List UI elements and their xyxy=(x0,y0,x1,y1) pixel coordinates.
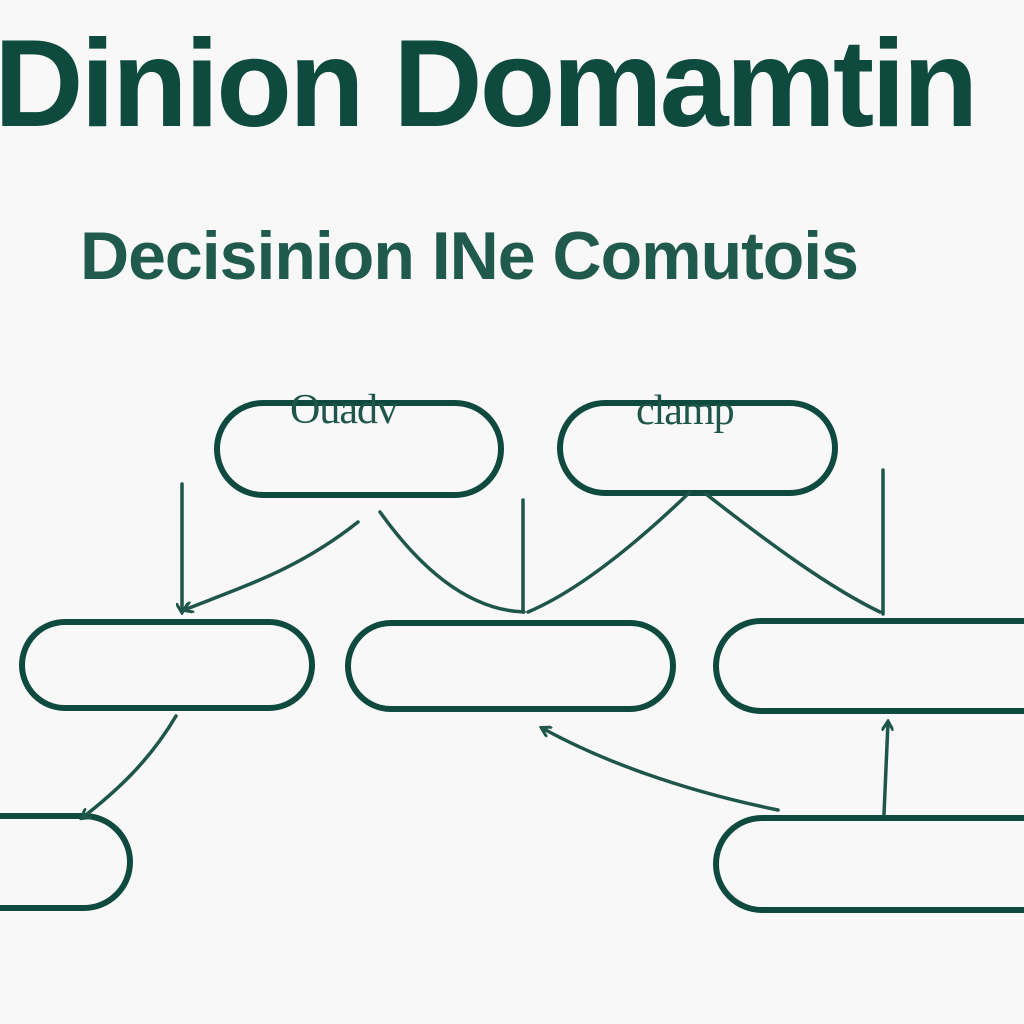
node-top-left: Ouadv xyxy=(214,387,504,498)
node-bottom-left-shape xyxy=(0,813,133,911)
edge-topright-to-midcenter xyxy=(526,490,692,614)
edge-midleft-to-bottomleft xyxy=(82,714,178,818)
node-mid-left-shape xyxy=(19,619,315,711)
node-bottom-right xyxy=(713,815,1024,913)
node-top-right-shape xyxy=(557,400,838,496)
edge-bottomright-to-midright xyxy=(884,722,888,816)
diagram-subtitle: Decisinion INe Comutois xyxy=(80,218,859,294)
node-top-right: clamp xyxy=(557,388,838,496)
diagram-title: Dinion Domamtin xyxy=(0,15,978,153)
node-mid-left xyxy=(19,619,315,711)
node-bottom-left xyxy=(0,813,133,911)
node-top-right-label: clamp xyxy=(636,388,734,434)
node-bottom-right-shape xyxy=(713,815,1024,913)
node-top-left-label: Ouadv xyxy=(290,387,398,433)
node-mid-center-shape xyxy=(345,620,676,712)
node-top-left-shape xyxy=(214,400,504,498)
node-mid-right-shape xyxy=(713,618,1024,714)
edge-topleft-to-midcenter xyxy=(378,510,526,614)
edge-topleft-to-midleft xyxy=(184,520,360,610)
node-mid-right xyxy=(713,618,1024,714)
edge-topright-to-midright xyxy=(704,492,882,614)
node-mid-center xyxy=(345,620,676,712)
edge-bottomright-to-midcenter xyxy=(542,728,780,812)
